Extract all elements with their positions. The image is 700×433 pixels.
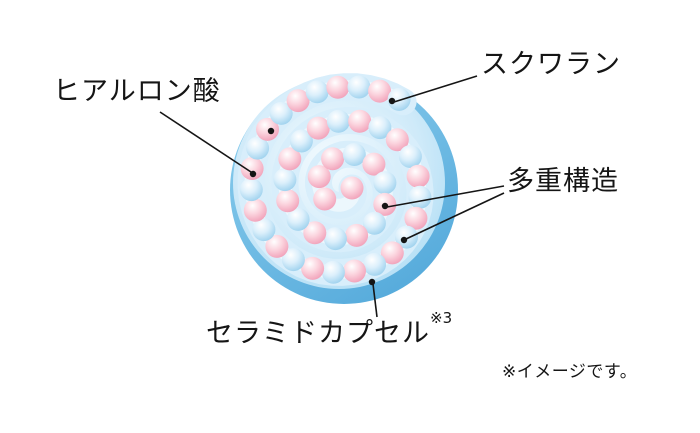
pointer-dot-squalane — [388, 97, 396, 105]
leader-line-squalane — [393, 75, 478, 103]
bead-pink — [286, 89, 310, 113]
bead-blue — [269, 101, 293, 125]
bead-blue — [342, 143, 366, 166]
leader-line-multilayer-2 — [405, 192, 505, 240]
pointer-dot-hyaluronic — [249, 170, 257, 178]
bead-pink — [307, 165, 331, 189]
bead-blue — [246, 136, 270, 160]
bead-blue — [239, 178, 263, 202]
bead-blue — [281, 248, 305, 272]
bead-blue — [398, 145, 422, 168]
label-ceramide-capsule-text: セラミドカプセル — [206, 318, 430, 349]
bead-pink — [345, 223, 369, 247]
pointer-dot-multilayer-1 — [381, 202, 389, 210]
bead-blue — [387, 87, 411, 111]
bead-blue — [273, 168, 297, 192]
bead-pink — [368, 79, 392, 103]
bead-blue — [363, 252, 387, 276]
bead-pink — [406, 164, 430, 188]
bead-pink — [348, 109, 372, 133]
bead-blue — [368, 116, 392, 140]
bead-pink — [276, 189, 300, 213]
bead-blue — [373, 171, 397, 195]
label-multilayer-structure: 多重構造 — [507, 166, 619, 197]
label-squalane: スクワラン — [481, 49, 621, 80]
bead-blue — [408, 185, 432, 209]
bead-blue — [305, 80, 329, 104]
bead-pink — [343, 259, 366, 283]
bead-blue — [321, 260, 345, 284]
bead-pink — [240, 157, 264, 180]
pointer-dot-ceramide-capsule — [368, 278, 376, 286]
bead-pink — [380, 241, 404, 265]
bead-pink — [362, 152, 386, 176]
bead-pink — [321, 147, 345, 171]
capsule-body — [230, 73, 458, 304]
bead-pink — [278, 147, 302, 171]
pointer-dot-multilayer-2 — [400, 236, 408, 244]
bead-pink — [404, 206, 428, 230]
bead-blue — [362, 211, 386, 235]
bead-spiral — [239, 75, 432, 284]
bead-pink — [243, 198, 267, 222]
bead-pink — [313, 187, 337, 211]
footnote-marker: ※3 — [430, 309, 453, 327]
leader-line-hyaluronic — [159, 111, 252, 173]
bead-pink — [340, 176, 364, 200]
bead-blue — [347, 75, 371, 99]
label-hyaluronic-acid: ヒアルロン酸 — [53, 76, 221, 107]
bead-blue — [286, 207, 310, 231]
bead-pink — [385, 128, 409, 152]
bead-blue — [395, 225, 418, 249]
bead-pink — [265, 234, 289, 258]
bead-blue — [326, 109, 350, 133]
bead-pink — [301, 256, 325, 280]
pointer-dot-hyaluronic-bead — [267, 127, 275, 135]
leader-line-multilayer-1 — [386, 185, 505, 208]
bead-pink — [256, 117, 279, 141]
bead-blue — [252, 218, 276, 242]
bead-pink — [306, 116, 330, 140]
bead-blue — [289, 129, 313, 153]
bead-pink — [326, 75, 350, 99]
bead-blue — [323, 227, 347, 251]
note-image-disclaimer: ※イメージです。 — [502, 362, 638, 382]
leader-lines — [159, 75, 505, 318]
label-ceramide-capsule: セラミドカプセル※3 — [206, 309, 452, 350]
bead-pink — [303, 221, 327, 245]
pointer-dots — [249, 97, 408, 286]
leader-line-ceramide-capsule — [372, 283, 378, 318]
